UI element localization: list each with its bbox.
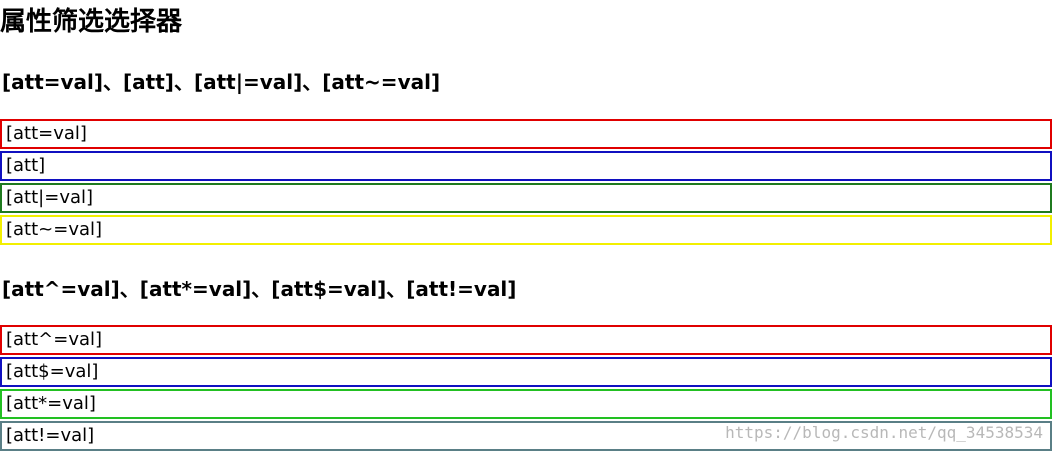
selector-box-att-not-equals-val: [att!=val]: [0, 421, 1052, 451]
selector-box-att-dollar-equals-val: [att$=val]: [0, 357, 1052, 387]
section-heading-1: [att=val]、[att]、[att|=val]、[att~=val]: [2, 70, 441, 94]
selector-box-list-2: [att^=val] [att$=val] [att*=val] [att!=v…: [0, 325, 1053, 453]
selector-box-att-star-equals-val: [att*=val]: [0, 389, 1052, 419]
selector-box-att-tilde-equals-val: [att~=val]: [0, 215, 1052, 245]
selector-box-att-caret-equals-val: [att^=val]: [0, 325, 1052, 355]
selector-box-list-1: [att=val] [att] [att|=val] [att~=val]: [0, 119, 1053, 247]
selector-box-att-equals-val: [att=val]: [0, 119, 1052, 149]
selector-box-att: [att]: [0, 151, 1052, 181]
page-title: 属性筛选选择器: [0, 7, 183, 37]
section-heading-2: [att^=val]、[att*=val]、[att$=val]、[att!=v…: [2, 277, 517, 301]
selector-box-att-pipe-equals-val: [att|=val]: [0, 183, 1052, 213]
watermark-text: https://blog.csdn.net/qq_34538534: [725, 423, 1043, 442]
